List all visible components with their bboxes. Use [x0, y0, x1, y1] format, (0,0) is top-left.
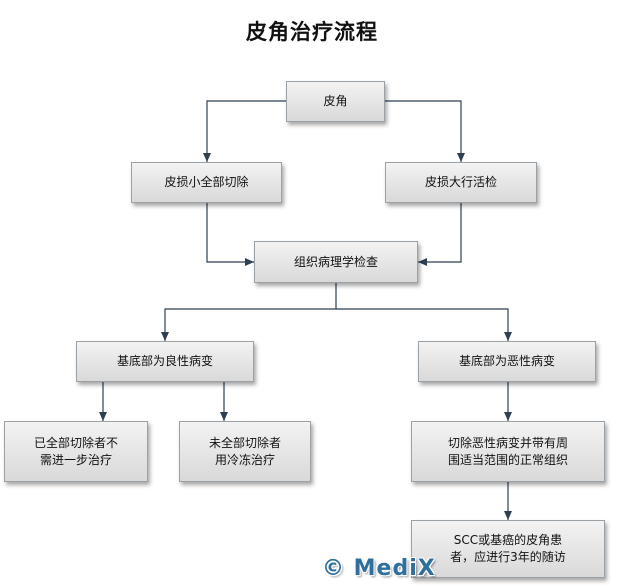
- node-root-label: 皮角: [323, 94, 348, 108]
- connector-root-to-large-biopsy: [385, 100, 465, 162]
- node-large-biopsy-label: 皮损大行活检: [424, 175, 497, 189]
- node-pathology-label: 组织病理学检查: [293, 254, 378, 269]
- connector-pathology-split: [161, 283, 337, 341]
- node-benign: 基底部为良性病变: [76, 341, 254, 382]
- diagram-title: 皮角治疗流程: [246, 20, 378, 44]
- node-malignant-label: 基底部为恶性病变: [458, 354, 555, 368]
- connector-root-to-small-excision: [203, 100, 286, 162]
- node-not-fully-excised-label: 未全部切除者 用冷冻治疗: [208, 435, 281, 467]
- node-small-excision-label: 皮损小全部切除: [164, 175, 249, 189]
- node-not-fully-excised: 未全部切除者 用冷冻治疗: [179, 421, 311, 482]
- node-pathology: 组织病理学检查: [254, 241, 418, 283]
- connector-pathology-to-malignant: [336, 308, 512, 341]
- node-wide-excision: 切除恶性病变并带有周 围适当范围的正常组织: [411, 421, 605, 482]
- node-benign-label: 基底部为良性病变: [116, 354, 213, 368]
- node-follow-up-label: SCC或基癌的皮角患 者，应进行3年的随访: [450, 533, 566, 564]
- node-fully-excised: 已全部切除者不 需进一步治疗: [4, 421, 148, 482]
- node-follow-up: SCC或基癌的皮角患 者，应进行3年的随访: [411, 520, 605, 578]
- node-large-biopsy: 皮损大行活检: [385, 162, 537, 203]
- node-malignant: 基底部为恶性病变: [418, 341, 596, 382]
- connector-small-excision-to-pathology: [206, 203, 254, 266]
- connector-large-biopsy-to-pathology: [418, 203, 462, 266]
- node-small-excision: 皮损小全部切除: [131, 162, 282, 203]
- node-wide-excision-label: 切除恶性病变并带有周 围适当范围的正常组织: [447, 435, 568, 467]
- node-fully-excised-label: 已全部切除者不 需进一步治疗: [33, 435, 118, 467]
- watermark-logo: © MediX: [322, 556, 436, 581]
- node-root: 皮角: [286, 81, 385, 122]
